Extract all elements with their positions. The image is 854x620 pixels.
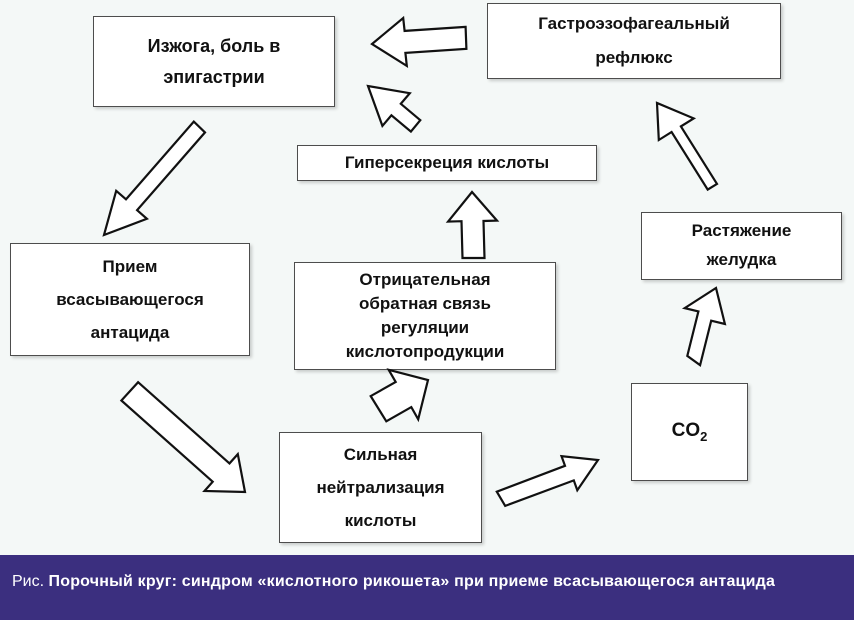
neutralization-box: Сильная нейтрализация кислоты bbox=[279, 432, 482, 543]
figure-caption: Рис. Порочный круг: синдром «кислотного … bbox=[0, 555, 854, 620]
negative-feedback-label: Отрицательная обратная связь регуляции к… bbox=[345, 270, 505, 361]
neutralization-label: Сильная нейтрализация кислоты bbox=[316, 444, 445, 531]
caption-prefix: Рис. bbox=[12, 573, 45, 590]
caption-text: Порочный круг: синдром «кислотного рикош… bbox=[48, 573, 776, 590]
arrow-hypersecretion-to-heartburn bbox=[366, 84, 422, 134]
arrow-neutralization-to-co2 bbox=[495, 454, 600, 508]
heartburn-label: Изжога, боль в эпигастрии bbox=[147, 35, 281, 87]
hypersecretion-box: Гиперсекреция кислоты bbox=[297, 145, 597, 181]
co2-box: CO2 bbox=[631, 383, 748, 481]
stomach-distension-box: Растяжение желудка bbox=[641, 212, 842, 280]
arrow-heartburn-to-antacid bbox=[102, 120, 207, 237]
heartburn-box: Изжога, боль в эпигастрии bbox=[93, 16, 335, 107]
arrow-reflux-to-heartburn bbox=[370, 15, 468, 69]
antacid-box: Прием всасывающегося антацида bbox=[10, 243, 250, 356]
reflux-box: Гастроэзофагеальный рефлюкс bbox=[487, 3, 781, 79]
arrow-neutralization-to-feedback bbox=[369, 368, 430, 423]
negative-feedback-box: Отрицательная обратная связь регуляции к… bbox=[294, 262, 556, 370]
arrow-co2-to-distension bbox=[681, 286, 727, 367]
stomach-distension-label: Растяжение желудка bbox=[691, 221, 792, 269]
arrows-layer bbox=[102, 15, 727, 508]
reflux-label: Гастроэзофагеальный рефлюкс bbox=[538, 14, 730, 67]
hypersecretion-label: Гиперсекреция кислоты bbox=[344, 152, 550, 172]
co2-label: CO2 bbox=[671, 420, 708, 445]
antacid-label: Прием всасывающегося антацида bbox=[56, 256, 204, 343]
arrow-distension-to-reflux bbox=[655, 101, 719, 192]
arrow-antacid-to-neutralization bbox=[119, 380, 247, 494]
arrow-feedback-to-hypersecretion bbox=[445, 190, 500, 260]
diagram: Изжога, боль в эпигастрии Гастроэзофагеа… bbox=[10, 3, 842, 543]
